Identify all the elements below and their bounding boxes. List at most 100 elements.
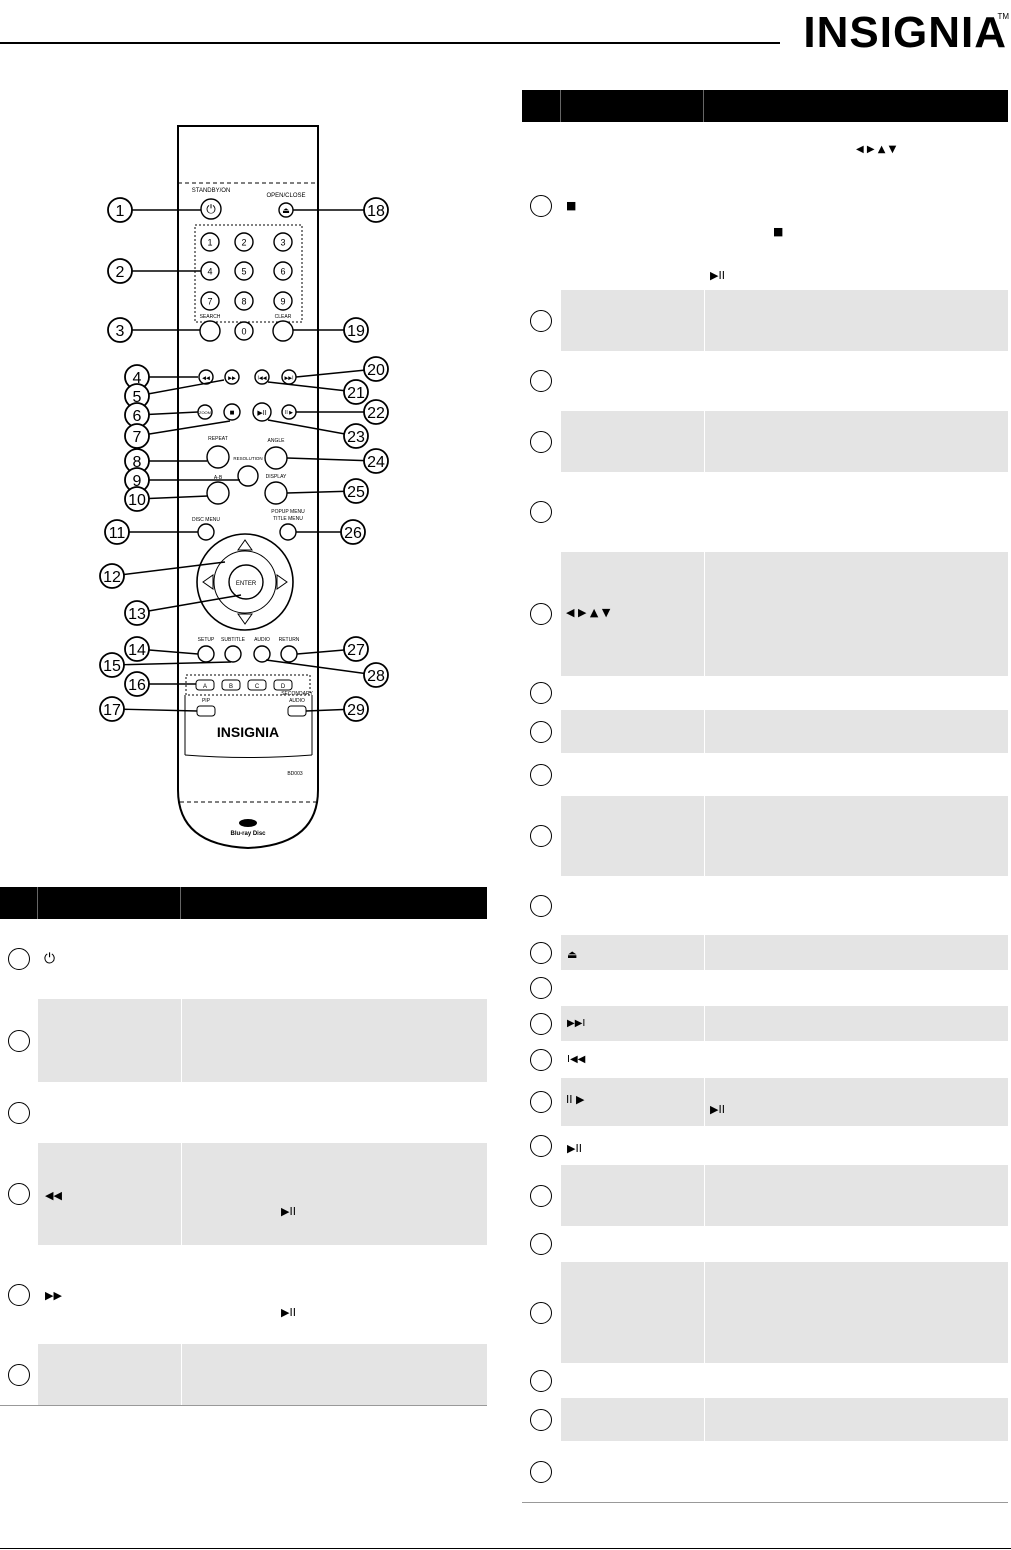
callout-leader <box>111 708 198 712</box>
angle-button[interactable] <box>264 446 288 470</box>
play-pause-icon: ▶II <box>257 410 266 417</box>
stop-icon: ■ <box>773 225 784 238</box>
enter-button[interactable] <box>228 564 264 600</box>
arrows-icon: ◀ ▶ ▲ ▼ <box>856 144 897 155</box>
clear-button[interactable] <box>272 320 294 342</box>
callout-circle <box>104 519 130 545</box>
header-rule <box>0 42 780 44</box>
callout-number: 17 <box>103 702 121 719</box>
callout-number: 7 <box>133 429 142 446</box>
right-table-row <box>561 1226 1008 1262</box>
display-button[interactable] <box>264 481 288 505</box>
disc-menu-label: DISC MENU <box>192 517 220 523</box>
callout-circle <box>99 563 125 589</box>
callout-leader <box>111 561 226 577</box>
fast_forward-button[interactable] <box>224 369 240 385</box>
resolution-button[interactable] <box>237 465 259 487</box>
bluray-icon <box>239 819 257 827</box>
next-icon: ▶▶I <box>567 1018 586 1029</box>
right-table-row-number-circle <box>530 941 552 964</box>
digit-button[interactable] <box>200 232 220 252</box>
right-table-row-number-circle <box>530 894 552 917</box>
callout-circle <box>363 448 389 474</box>
digit-label: 6 <box>280 267 285 277</box>
right-table-row <box>561 935 1008 970</box>
right-table-row-number-circle <box>530 370 552 392</box>
right-table-bottom <box>522 1502 1008 1503</box>
digit-button[interactable] <box>234 232 254 252</box>
callout-number: 13 <box>128 606 146 623</box>
callout-number: 25 <box>347 484 365 501</box>
secondary-audio-button[interactable] <box>287 705 307 717</box>
down-arrow-icon <box>237 613 253 625</box>
callout-circle <box>343 423 369 449</box>
callout-circle <box>107 197 133 223</box>
left-table-row <box>38 1245 487 1344</box>
right-table-row-number-circle <box>530 1233 552 1255</box>
right-table-row-number-circle <box>530 1369 552 1392</box>
callout-circle <box>124 671 150 697</box>
keypad-frame <box>194 224 303 323</box>
callout-leader <box>136 594 242 614</box>
right-table-row-number-circle <box>530 720 552 743</box>
digit-button[interactable] <box>200 291 220 311</box>
rewind-icon: ◀◀ <box>45 1189 62 1202</box>
digit-label: 1 <box>207 238 212 248</box>
previous-button[interactable] <box>254 369 270 385</box>
setup-button[interactable] <box>197 645 215 663</box>
digit-button[interactable] <box>234 261 254 281</box>
display-label: DISPLAY <box>266 474 287 480</box>
search-button[interactable] <box>199 320 221 342</box>
play-pause-button[interactable] <box>252 402 272 422</box>
stop-icon: ■ <box>230 408 235 417</box>
right-table-row-number-circle <box>530 1048 552 1071</box>
color-key-d[interactable] <box>273 679 293 691</box>
callout-circle <box>124 600 150 626</box>
left-table-row-number-circle <box>8 948 30 970</box>
callout-circle <box>99 652 125 678</box>
digit-button[interactable] <box>273 232 293 252</box>
callout-number: 29 <box>347 702 365 719</box>
brand-logo: INSIGNIA <box>803 8 1007 57</box>
pip-button[interactable] <box>196 705 216 717</box>
right-table-row-number-circle <box>530 1301 552 1324</box>
color-key-c[interactable] <box>247 679 267 691</box>
play-pause-icon: ▶II <box>710 1103 725 1116</box>
standby-button[interactable] <box>200 198 222 220</box>
left-table-row <box>38 1082 487 1143</box>
digit-button[interactable] <box>234 321 254 341</box>
callout-number: 15 <box>103 658 121 675</box>
callout-number: 8 <box>133 454 142 471</box>
repeat-button[interactable] <box>206 445 230 469</box>
stop-button[interactable] <box>223 403 241 421</box>
callout-number: 22 <box>367 405 385 422</box>
digit-button[interactable] <box>273 261 293 281</box>
remote-brand: INSIGNIA <box>217 724 279 740</box>
left-table-row-number-circle <box>8 1029 30 1052</box>
a-b-button[interactable] <box>206 481 230 505</box>
disc-menu-button[interactable] <box>197 523 215 541</box>
color-key-a[interactable] <box>195 679 215 691</box>
callout-circle <box>343 478 369 504</box>
right-table-row <box>561 1041 1008 1078</box>
right-table-row <box>561 1006 1008 1041</box>
callout-circle <box>124 636 150 662</box>
right-table-row-number-circle <box>530 430 552 453</box>
trademark: TM <box>997 12 1009 21</box>
clear-label: CLEAR <box>275 314 292 320</box>
right-table-row <box>561 411 1008 472</box>
audio-button[interactable] <box>253 645 271 663</box>
color-key-b[interactable] <box>221 679 241 691</box>
callout-number: 4 <box>133 370 142 387</box>
play-pause-icon: ▶II <box>567 1142 582 1155</box>
right-table-row <box>561 876 1008 935</box>
model-label: BD003 <box>287 771 303 777</box>
digit-button[interactable] <box>234 291 254 311</box>
step-icon: II ▶ <box>566 1093 585 1106</box>
callout-number: 26 <box>344 525 362 542</box>
digit-button[interactable] <box>273 291 293 311</box>
subtitle-button[interactable] <box>224 645 242 663</box>
popup-menu-button[interactable] <box>279 523 297 541</box>
right-table-row <box>561 970 1008 1006</box>
return-button[interactable] <box>280 645 298 663</box>
